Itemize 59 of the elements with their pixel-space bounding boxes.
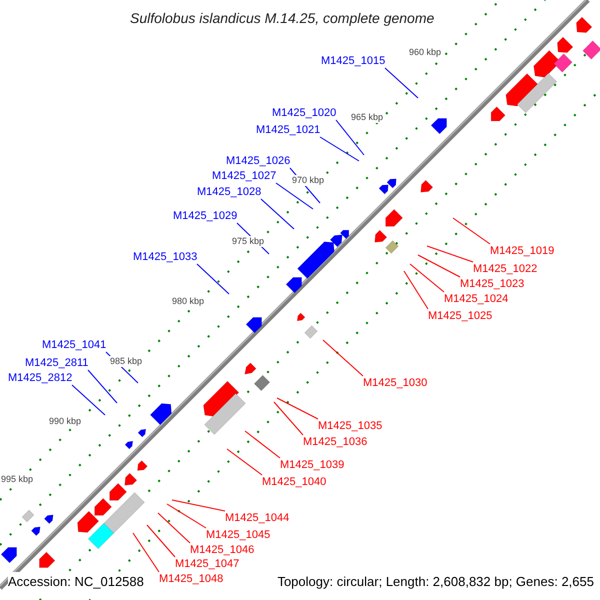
gene-label: M1425_1039 [280,458,344,472]
gene-label: M1425_1024 [444,292,508,306]
leader-line [276,182,314,210]
gene-label: M1425_1033 [133,250,198,264]
leader-line [276,398,318,420]
scale-tick-label: 980 kbp [171,296,206,307]
gene-label: M1425_1021 [256,123,320,137]
leader-line [72,384,106,416]
leader-line [88,370,118,404]
leader-line [336,120,364,156]
scale-tick-label: 985 kbp [109,356,144,367]
gene-label: M1425_1019 [490,244,554,258]
gene-label: M1425_1036 [303,435,368,449]
leader-line [244,430,280,458]
leader-line [418,254,460,278]
leader-line [404,270,428,310]
gene-label: M1425_1046 [190,543,254,557]
leader-line [172,500,226,512]
gene-label: M1425_1027 [212,169,276,183]
leader-line [320,136,360,162]
gene-label: M1425_2812 [8,371,72,385]
scale-tick-label: 970 kbp [291,175,326,186]
genome-info-text: Accession: NC_012588 [8,572,144,592]
leader-line [196,264,230,294]
leader-line [158,512,190,544]
leader-line [146,524,176,558]
scale-tick-label: 965 kbp [350,112,384,123]
gene-label: M1425_1015 [321,54,386,68]
scale-tick-label: 990 kbp [48,416,82,427]
gene-label: M1425_1035 [318,419,382,433]
gene-label: M1425_1023 [460,277,524,291]
leader-line [410,264,444,292]
scale-tick-label: 975 kbp [231,236,266,247]
leader-line [226,448,262,476]
gene-label: M1425_1044 [225,511,290,525]
leader-line [260,198,294,230]
gene-label: M1425_1048 [159,572,224,586]
gene-label: M1425_1047 [175,557,240,571]
scale-tick-label: 960 kbp [408,47,442,58]
leader-line [426,246,474,262]
gene-label: M1425_1030 [363,376,428,390]
gene-label: M1425_1028 [197,185,262,199]
gene-label: M1425_1029 [173,209,238,223]
leader-line [274,402,304,436]
gene-label: M1425_1022 [473,262,538,276]
scale-tick-label: 995 kbp [0,474,34,485]
gene-label: M1425_1025 [428,309,492,323]
gene-label: M1425_1040 [262,475,326,489]
leader-line [452,218,490,244]
leader-line [384,68,418,98]
gene-label: M1425_1026 [226,154,290,168]
leader-line [166,504,206,528]
gene-label: M1425_1045 [206,528,270,542]
leader-line [322,340,364,376]
leader-line [132,532,160,572]
title: Sulfolobus islandicus M.14.25, complete genome [130,9,434,28]
gene-label: M1425_1020 [272,106,336,120]
gene-label: M1425_1041 [42,338,106,352]
gene-label: M1425_2811 [25,356,88,370]
